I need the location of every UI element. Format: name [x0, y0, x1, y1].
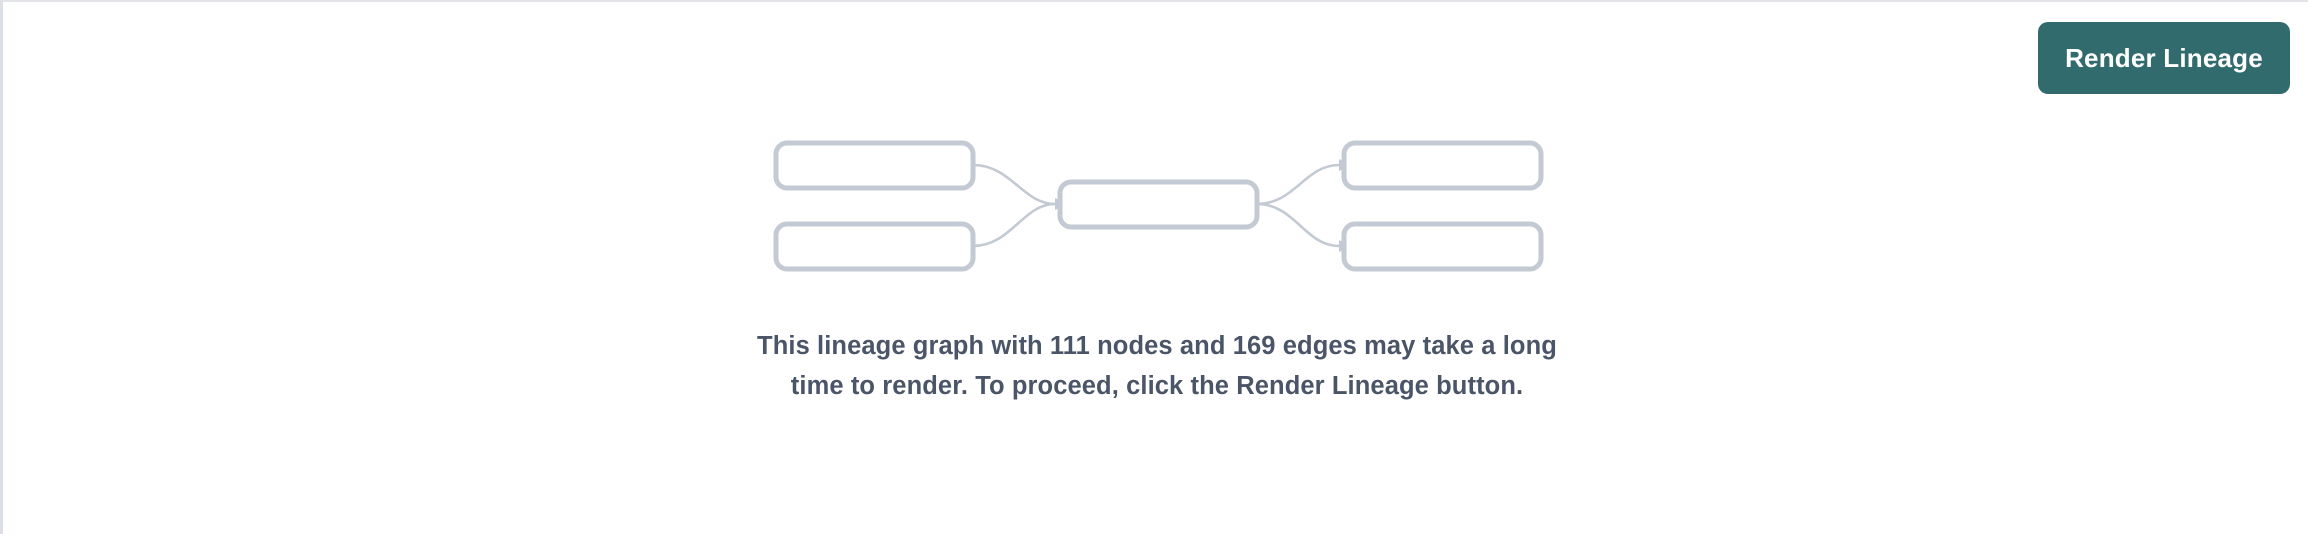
- arrowhead-upstream1-to-center: [1055, 198, 1068, 210]
- lineage-node-upstream-2: [773, 221, 976, 272]
- edge-center-to-downstream1: [1256, 163, 1340, 206]
- lineage-graph-preview: [3, 2, 2308, 534]
- lineage-node-upstream-1: [773, 140, 976, 191]
- lineage-warning-message: This lineage graph with 111 nodes and 16…: [757, 332, 1557, 400]
- edge-upstream1-to-center: [972, 163, 1056, 206]
- lineage-node-downstream-1: [1341, 140, 1544, 191]
- edge-center-to-downstream2: [1256, 202, 1340, 248]
- lineage-placeholder-diagram: [773, 140, 1544, 272]
- arrowhead-center-to-downstream1: [1339, 159, 1352, 171]
- arrowhead-center-to-downstream2: [1339, 240, 1352, 252]
- edge-upstream2-to-center: [972, 202, 1056, 248]
- render-lineage-button[interactable]: Render Lineage: [2038, 22, 2290, 94]
- lineage-node-downstream-2: [1341, 221, 1544, 272]
- lineage-node-center: [1057, 179, 1260, 230]
